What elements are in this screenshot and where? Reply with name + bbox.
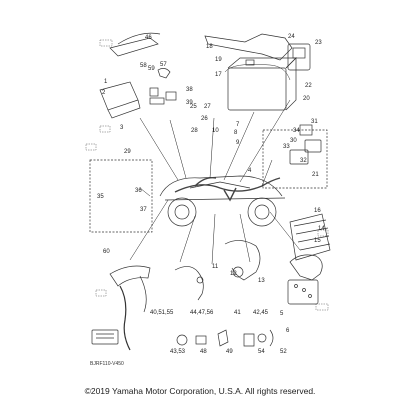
callout-label: 41 xyxy=(234,310,241,316)
callout-label: 32 xyxy=(300,158,307,164)
callout-label: 7 xyxy=(236,122,240,128)
callout-label: 6 xyxy=(286,328,290,334)
battery[interactable] xyxy=(227,57,297,111)
ignition-coil[interactable] xyxy=(109,32,161,57)
sensor-wire[interactable] xyxy=(174,266,204,301)
rectifier-regulator[interactable] xyxy=(289,213,331,261)
callout-label: 35 xyxy=(97,194,104,200)
callout-label: 15 xyxy=(314,238,321,244)
callout-label: 49 xyxy=(226,349,233,355)
callout-label: 31 xyxy=(311,119,318,125)
callout-label: 13 xyxy=(258,278,265,284)
callout-label: 28 xyxy=(191,128,198,134)
callout-label: 5 xyxy=(280,311,284,317)
callout-label: 17 xyxy=(215,72,222,78)
callout-label: 54 xyxy=(258,349,265,355)
handlebar-switches[interactable] xyxy=(149,68,177,105)
callout-label: 25 xyxy=(190,104,197,110)
callout-label: 8 xyxy=(234,130,238,136)
small-parts-row[interactable] xyxy=(176,329,274,347)
callout-label: 2 xyxy=(102,90,106,96)
callout-label: 3 xyxy=(120,125,124,131)
callout-label: 10 xyxy=(212,128,219,134)
callout-label: 1 xyxy=(104,79,108,85)
main-harness[interactable] xyxy=(174,176,281,202)
callout-label: 36 xyxy=(135,188,142,194)
callout-label: 26 xyxy=(201,116,208,122)
callout-label: 58 xyxy=(140,63,147,69)
atv-silhouette xyxy=(159,175,286,227)
callout-label: 38 xyxy=(186,87,193,93)
callout-label: 21 xyxy=(312,172,319,178)
callout-label: 16 xyxy=(314,208,321,214)
callout-label: 19 xyxy=(215,57,222,63)
callout-label: 12 xyxy=(230,271,237,277)
callout-label: 40,51,55 xyxy=(150,310,174,316)
callout-label: 60 xyxy=(103,249,110,255)
copyright-footer: ©2019 Yamaha Motor Corporation, U.S.A. A… xyxy=(84,386,316,396)
inset-box-right xyxy=(262,129,328,189)
callout-label: 46 xyxy=(145,35,152,41)
callout-label: 33 xyxy=(283,144,290,150)
callout-label: 43,53 xyxy=(170,349,186,355)
callout-label: 20 xyxy=(303,96,310,102)
callout-label: 9 xyxy=(236,140,240,146)
callout-label: 18 xyxy=(206,44,213,50)
callout-label: 30 xyxy=(290,138,297,144)
callout-label: 44,47,56 xyxy=(190,310,214,316)
callout-label: 52 xyxy=(280,349,287,355)
connector-bottom-left[interactable] xyxy=(91,329,119,345)
callout-label: 42,45 xyxy=(253,310,269,316)
tail-light-bracket[interactable] xyxy=(287,254,323,305)
callout-label: 48 xyxy=(200,349,207,355)
callout-label: 22 xyxy=(305,83,312,89)
callout-label: 59 xyxy=(148,66,155,72)
sub-harness[interactable] xyxy=(224,240,261,281)
callout-label: 27 xyxy=(204,104,211,110)
diagram-code: BJRF110-V450 xyxy=(90,361,124,367)
callout-label: 37 xyxy=(140,207,147,213)
callout-label: 34 xyxy=(293,128,300,134)
callout-label: 23 xyxy=(315,40,322,46)
relay-bracket[interactable] xyxy=(204,33,311,71)
callout-label: 57 xyxy=(160,62,167,68)
callout-label: 11 xyxy=(212,264,219,270)
ecu-box[interactable] xyxy=(99,81,141,119)
inset-box-left xyxy=(89,159,153,233)
callout-label: 39 xyxy=(186,100,193,106)
callout-label: 4 xyxy=(248,168,252,174)
callout-label: 14 xyxy=(318,226,325,232)
callout-label: 24 xyxy=(288,34,295,40)
callout-label: 29 xyxy=(124,149,131,155)
headlight-harness[interactable] xyxy=(109,265,151,351)
